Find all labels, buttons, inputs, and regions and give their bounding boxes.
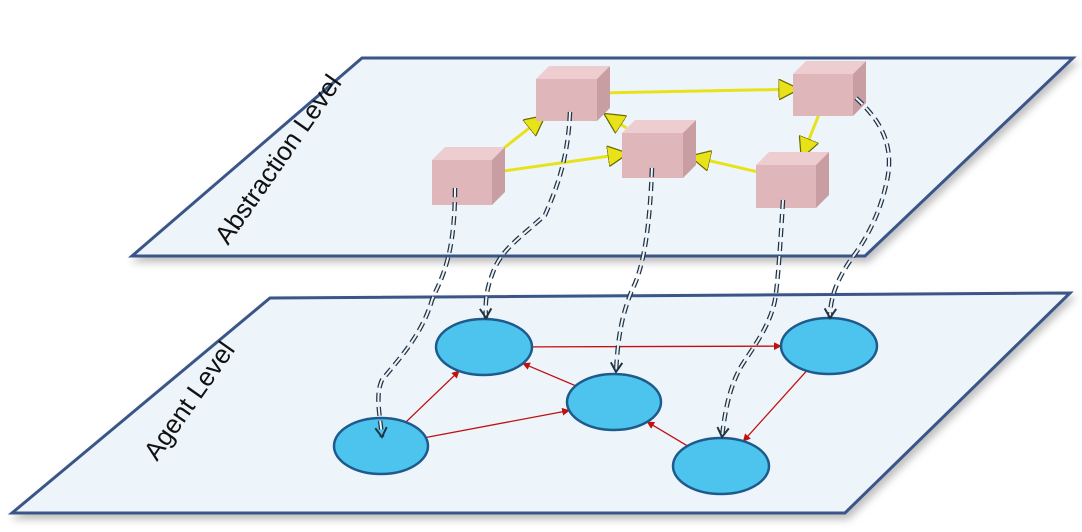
mapping-line-4 (823, 96, 892, 320)
agent-nodes (332, 316, 879, 496)
agent-edges (405, 342, 808, 447)
agent-node-5 (671, 436, 771, 496)
mapping-lines (374, 96, 892, 439)
mapping-line-2 (479, 111, 573, 320)
cube-top-face (756, 152, 829, 165)
agent-edge-6 (646, 421, 688, 447)
agent-edge-3 (531, 342, 782, 351)
mapping-arrowhead (479, 307, 493, 320)
mapping-arrowhead (716, 426, 730, 439)
agent-edge-4 (522, 362, 576, 387)
cube-front-face (432, 160, 492, 205)
cube-front-face (536, 79, 597, 121)
mapping-arrowhead (374, 426, 388, 439)
cube-front-face (793, 74, 853, 116)
mapping-line-1 (374, 187, 458, 439)
agent-edge-1 (405, 370, 460, 423)
agent-node-2 (434, 317, 534, 377)
abstraction-node-1 (432, 147, 505, 205)
cube-side-face (597, 66, 610, 121)
mapping-line-5 (716, 199, 786, 439)
cube-side-face (816, 152, 829, 208)
cube-top-face (793, 61, 866, 74)
mapping-arrowhead (823, 307, 837, 320)
cube-top-face (536, 66, 610, 79)
mapping-line-3 (609, 167, 655, 374)
agent-node-3 (565, 372, 663, 432)
cube-side-face (492, 147, 505, 205)
cube-top-face (622, 120, 696, 133)
agent-edge-2 (425, 407, 570, 439)
abstraction-edge-1 (498, 117, 544, 153)
abstraction-edge-4 (606, 114, 628, 128)
abstraction-edge-3 (605, 89, 798, 93)
mapping-arrowhead (609, 361, 624, 374)
abstraction-node-3 (622, 120, 696, 178)
abstraction-node-2 (536, 66, 610, 121)
abstraction-node-4 (793, 61, 866, 116)
cube-side-face (683, 120, 696, 178)
agent-node-1 (332, 416, 430, 476)
abstraction-edge-6 (692, 157, 761, 175)
abstraction-edge-5 (802, 110, 822, 157)
cube-front-face (756, 165, 816, 208)
cube-top-face (432, 147, 505, 160)
agent-edge-5 (742, 370, 808, 442)
abstraction-node-5 (756, 152, 829, 208)
agent-node-4 (779, 316, 879, 376)
